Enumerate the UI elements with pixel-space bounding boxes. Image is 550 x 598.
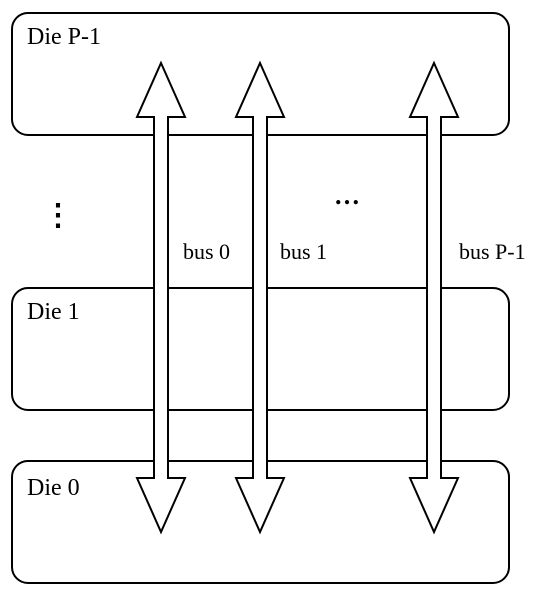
bus-arrow-p-minus-1 [408, 60, 460, 535]
horizontal-ellipsis: … [334, 181, 360, 210]
bus-label-1: bus 1 [280, 239, 327, 264]
bus-label-p-minus-1: bus P-1 [459, 239, 526, 264]
die-label-p-minus-1: Die P-1 [27, 24, 101, 50]
bus-label-0: bus 0 [183, 239, 230, 264]
die-label-0: Die 0 [27, 475, 80, 501]
die-label-1: Die 1 [27, 299, 80, 325]
vertical-ellipsis: ⋮ [43, 199, 73, 232]
bus-arrow-0 [135, 60, 187, 535]
bus-arrow-1 [234, 60, 286, 535]
